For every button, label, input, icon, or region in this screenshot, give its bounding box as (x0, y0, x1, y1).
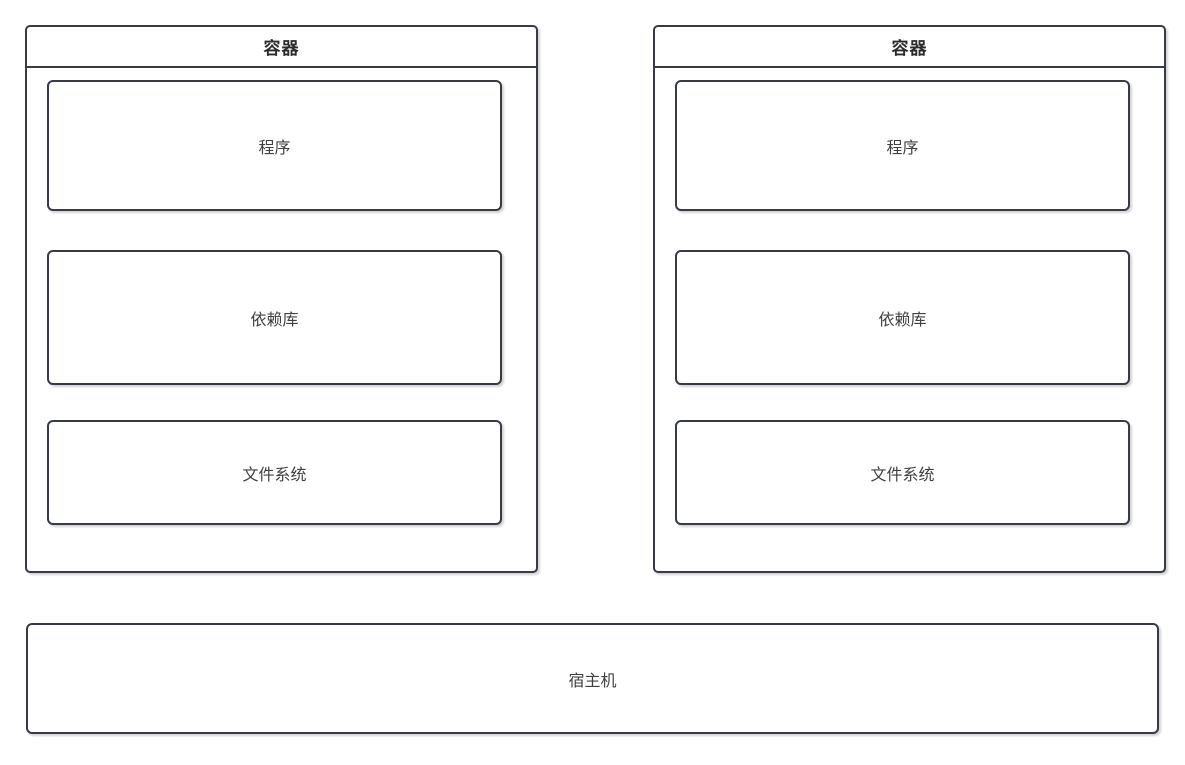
layer-program: 程序 (47, 80, 502, 211)
container-box-left: 容器 程序 依赖库 文件系统 (25, 25, 538, 573)
host-machine-box: 宿主机 (26, 623, 1159, 734)
container-box-right: 容器 程序 依赖库 文件系统 (653, 25, 1166, 573)
container-title: 容器 (655, 27, 1164, 68)
layer-filesystem: 文件系统 (675, 420, 1130, 525)
layer-program: 程序 (675, 80, 1130, 211)
layer-dependencies: 依赖库 (47, 250, 502, 385)
layer-filesystem: 文件系统 (47, 420, 502, 525)
layer-dependencies: 依赖库 (675, 250, 1130, 385)
container-title: 容器 (27, 27, 536, 68)
